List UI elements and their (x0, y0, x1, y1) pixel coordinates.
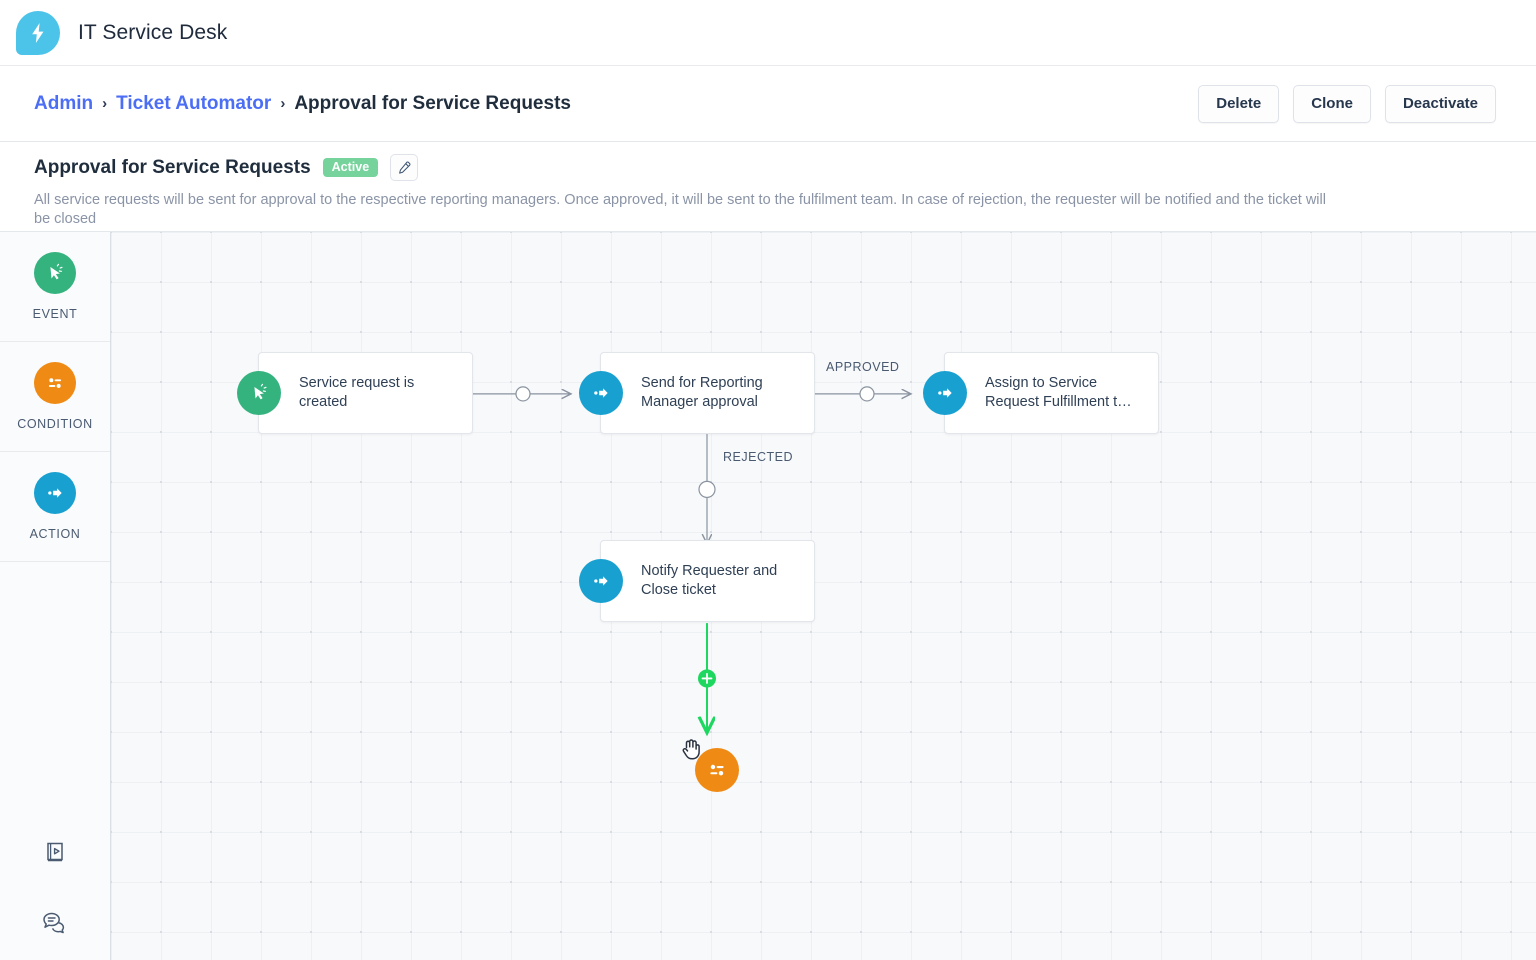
flow-node-label: Notify Requester and Close ticket (641, 563, 778, 598)
workspace: EVENT CONDITION (0, 232, 1536, 960)
palette-sidebar: EVENT CONDITION (0, 232, 111, 960)
page-title: Approval for Service Requests (34, 156, 311, 178)
palette-item-label: ACTION (29, 527, 81, 541)
arrow-action-glyph (48, 488, 62, 498)
sidebar-bottom-icons (0, 836, 110, 960)
edit-flow-button[interactable] (390, 154, 419, 181)
delete-button[interactable]: Delete (1198, 84, 1280, 123)
flow-node-assign-fulfillment[interactable]: Assign to Service Request Fulfillment t… (923, 352, 1159, 434)
flow-node-label: Assign to Service Request Fulfillment t… (985, 375, 1132, 410)
arrow-action-icon (923, 371, 967, 415)
grabbing-hand-glyph (682, 739, 700, 760)
breadcrumb-item-admin[interactable]: Admin (34, 92, 94, 114)
edge-label-rejected: REJECTED (723, 450, 793, 464)
palette-item-event[interactable]: EVENT (0, 232, 110, 342)
flow-node-label: Service request is created (299, 375, 415, 410)
click-cursor-glyph (254, 383, 267, 400)
arrow-action-icon (34, 472, 76, 514)
breadcrumb-item-ticket-automator[interactable]: Ticket Automator (116, 92, 272, 114)
bolt-glyph (32, 22, 44, 43)
guide-book-icon[interactable] (38, 836, 72, 870)
sliders-icon (34, 362, 76, 404)
edge-label-approved: APPROVED (826, 360, 900, 374)
sliders-glyph (48, 378, 62, 388)
flow-node-send-approval[interactable]: Send for Reporting Manager approval (579, 352, 815, 434)
guide-book-glyph (47, 842, 63, 862)
header-action-buttons: Delete Clone Deactivate (1198, 84, 1496, 123)
sliders-icon (710, 764, 724, 776)
breadcrumb-separator: › (280, 95, 286, 112)
breadcrumb-item-current: Approval for Service Requests (294, 92, 571, 114)
flow-title-block: Approval for Service Requests Active All… (0, 142, 1536, 232)
flow-canvas[interactable]: Service request is created Send for Repo… (111, 232, 1536, 960)
clone-button[interactable]: Clone (1293, 84, 1371, 123)
click-cursor-icon (34, 252, 76, 294)
chat-bubbles-icon[interactable] (38, 906, 72, 940)
palette-item-label: CONDITION (17, 417, 93, 431)
chat-bubbles-glyph (43, 912, 65, 934)
palette-item-condition[interactable]: CONDITION (0, 342, 110, 452)
flow-node-label: Send for Reporting Manager approval (641, 375, 763, 410)
dragged-condition-node[interactable] (682, 739, 739, 792)
click-cursor-icon (237, 371, 281, 415)
app-bar: IT Service Desk (0, 0, 1536, 66)
palette-item-action[interactable]: ACTION (0, 452, 110, 562)
app-logo[interactable] (16, 10, 60, 55)
grabbing-hand-cursor (679, 735, 705, 768)
lightning-bolt-icon (16, 10, 60, 55)
arrow-action-glyph (594, 388, 608, 398)
app-title: IT Service Desk (78, 20, 228, 44)
deactivate-button[interactable]: Deactivate (1384, 84, 1496, 123)
arrow-action-glyph (938, 388, 952, 398)
flow-node-event[interactable]: Service request is created (237, 352, 473, 434)
flow-node-notify-requester[interactable]: Notify Requester and Close ticket (579, 540, 815, 622)
flow-title-row: Approval for Service Requests Active (34, 154, 1502, 181)
pencil-icon (399, 161, 411, 174)
arrow-action-glyph (594, 576, 608, 586)
click-cursor-glyph (50, 263, 63, 280)
breadcrumb-separator: › (102, 95, 108, 112)
flow-description: All service requests will be sent for ap… (34, 192, 1326, 227)
arrow-action-icon (579, 559, 623, 603)
breadcrumb-bar: Admin › Ticket Automator › Approval for … (0, 66, 1536, 142)
status-badge: Active (322, 157, 379, 178)
breadcrumb: Admin › Ticket Automator › Approval for … (34, 93, 571, 115)
arrow-action-icon (579, 371, 623, 415)
flow-connectors (473, 386, 1536, 960)
palette-item-label: EVENT (32, 307, 78, 321)
